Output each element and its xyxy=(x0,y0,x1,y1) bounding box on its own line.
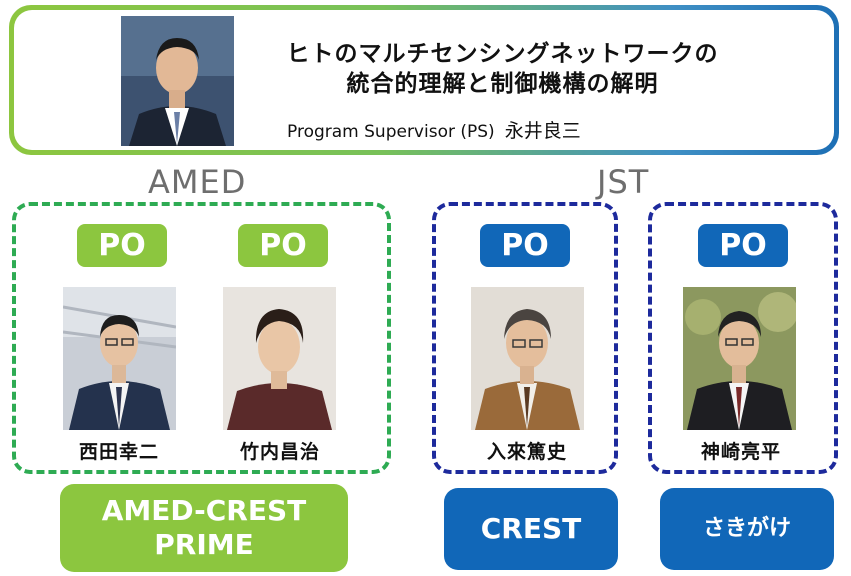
amed-group xyxy=(12,202,391,474)
supervisor-role: Program Supervisor (PS) xyxy=(287,122,495,142)
org-label-amed: AMED xyxy=(148,163,247,201)
program-amed-line1: AMED-CREST xyxy=(101,494,307,527)
officer-name-nishida: 西田幸二 xyxy=(78,441,159,463)
program-title-line1: ヒトのマルチセンシングネットワークの xyxy=(286,41,719,67)
photo-takeuchi xyxy=(223,287,336,430)
jst-crest-group xyxy=(432,202,618,474)
jst-sakigake-group xyxy=(648,202,838,474)
program-crest-label: CREST xyxy=(480,512,582,545)
program-sakigake-label: さきがけ xyxy=(702,516,791,541)
program-amed-line2: PRIME xyxy=(154,528,254,561)
program-amed-crest-prime: AMED-CREST PRIME xyxy=(60,484,348,572)
officer-name-iriki: 入來篤史 xyxy=(486,441,567,463)
po-badge-kanzaki: PO xyxy=(698,224,788,267)
photo-kanzaki xyxy=(683,287,796,430)
program-sakigake: さきがけ xyxy=(660,488,834,570)
po-badge-iriki: PO xyxy=(480,224,570,267)
officer-name-takeuchi: 竹内昌治 xyxy=(239,441,320,463)
supervisor-name: 永井良三 xyxy=(504,120,581,142)
po-badge-nishida: PO xyxy=(77,224,167,267)
supervisor-photo xyxy=(121,16,234,146)
program-crest: CREST xyxy=(444,488,618,570)
officer-name-kanzaki: 神崎亮平 xyxy=(700,441,781,463)
org-label-jst: JST xyxy=(597,163,650,201)
photo-nishida xyxy=(63,287,176,430)
photo-iriki xyxy=(471,287,584,430)
program-title-line2: 統合的理解と制御機構の解明 xyxy=(346,71,659,97)
po-badge-takeuchi: PO xyxy=(238,224,328,267)
supervisor-caption: Program Supervisor (PS) 永井良三 xyxy=(287,116,581,143)
